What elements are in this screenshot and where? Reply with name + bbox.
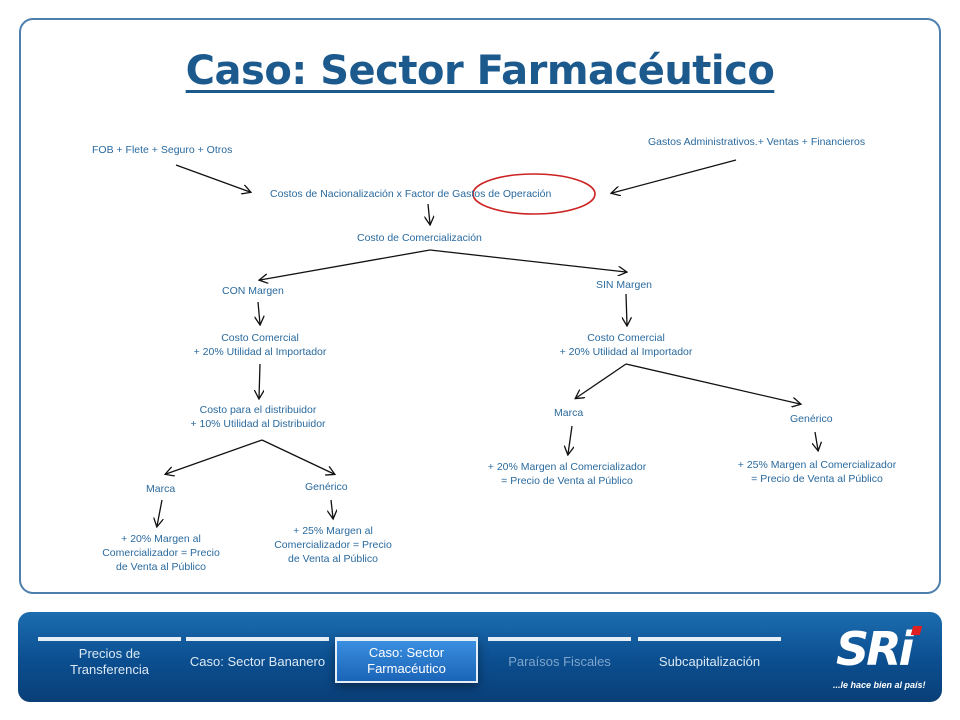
node-generico-right-result: + 25% Margen al Comercializador = Precio… (737, 459, 897, 485)
tab-precios-de-transferencia[interactable]: Precios de Transferencia (38, 637, 181, 683)
node-costo-comercial-left: Costo Comercial + 20% Utilidad al Import… (193, 332, 327, 358)
arrow-con (260, 249, 431, 280)
diagram-arrows (0, 159, 960, 600)
node-gastos: Gastos Administrativos.+ Ventas + Financ… (648, 136, 866, 148)
tab-caso-sector-bananero[interactable]: Caso: Sector Bananero (186, 637, 329, 683)
arrow-marca-right (576, 363, 627, 398)
highlight-circle (472, 173, 596, 215)
footer-nav-bar (18, 612, 942, 702)
arrow-generico-left (261, 439, 334, 474)
node-nacionalizacion: Costos de Nacionalización x Factor de Ga… (270, 188, 552, 200)
node-marca-left-result: + 20% Margen al Comercializador = Precio… (102, 533, 220, 573)
node-marca-left: Marca (146, 483, 176, 495)
node-sin-margen: SIN Margen (596, 279, 653, 291)
tab-caso-sector-farmaceutico[interactable]: Caso: Sector Farmacéutico (335, 637, 478, 683)
node-marca-right: Marca (554, 407, 584, 419)
node-generico-left: Genérico (305, 481, 348, 493)
arrow-gastos (612, 159, 737, 193)
arrow-generico-right (625, 363, 800, 404)
arrow-fob (175, 164, 250, 192)
tab-paraisos-fiscales[interactable]: Paraísos Fiscales (488, 637, 631, 683)
arrow-generico-right-result (815, 431, 818, 450)
arrow-marca-left (166, 439, 263, 474)
node-marca-right-result: + 20% Margen al Comercializador = Precio… (487, 461, 647, 487)
arrow-generico-left-result (331, 499, 333, 518)
node-fob: FOB + Flete + Seguro + Otros (92, 144, 233, 156)
node-costo-comercial-right: Costo Comercial + 20% Utilidad al Import… (559, 332, 693, 358)
node-generico-left-result: + 25% Margen al Comercializador = Precio… (274, 525, 392, 565)
arrow-con-down (258, 301, 260, 324)
arrow-marca-left-result (157, 499, 162, 526)
node-generico-right: Genérico (790, 413, 833, 425)
arrow-distribuidor (259, 363, 260, 398)
brand-slogan: ...le hace bien al país! (833, 680, 926, 690)
node-distribuidor: Costo para el distribuidor + 10% Utilida… (190, 404, 326, 430)
slide-frame (19, 18, 941, 594)
arrow-sin-down (626, 293, 627, 325)
sri-logo: SRi (836, 622, 914, 676)
node-comercializacion: Costo de Comercialización (357, 232, 482, 244)
arrow-sin (429, 249, 626, 272)
tab-subcapitalizacion[interactable]: Subcapitalización (638, 637, 781, 683)
arrow-nacionalizacion (428, 203, 430, 224)
node-con-margen: CON Margen (222, 285, 284, 297)
arrow-marca-right-result (568, 425, 572, 454)
page-title: Caso: Sector Farmacéutico (185, 48, 775, 94)
